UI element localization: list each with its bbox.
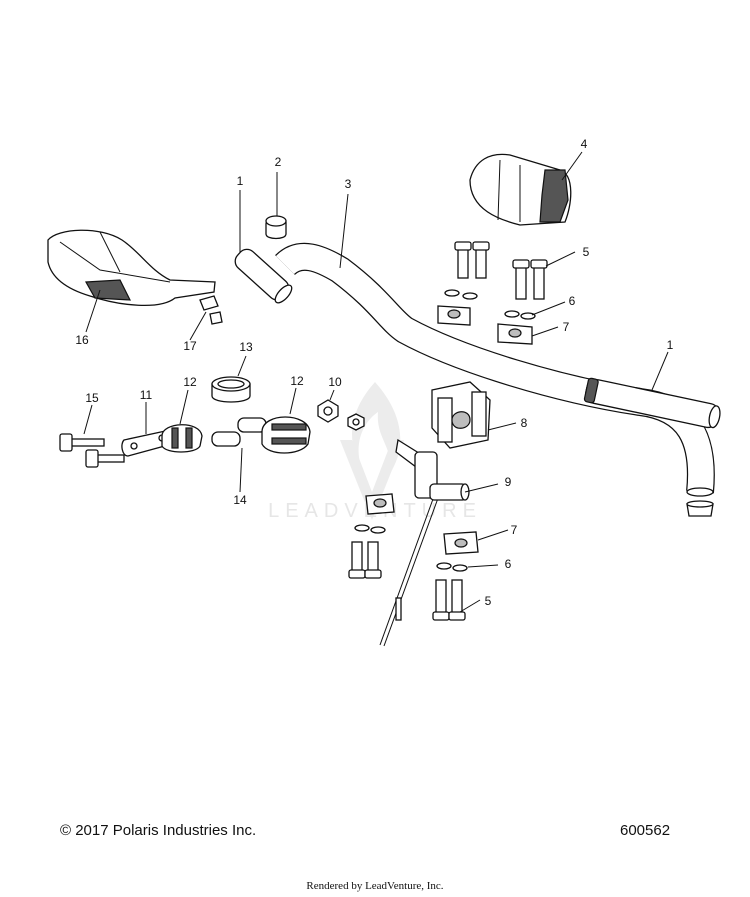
- callout-4-riser-cover: 4: [581, 137, 588, 151]
- bracket-part-17: [199, 295, 223, 325]
- callout-8-riser-block: 8: [521, 416, 528, 430]
- clamp-part-12-right: [261, 416, 311, 454]
- clamp-part-7-top: [437, 305, 533, 345]
- callout-14-sleeve: 14: [233, 493, 247, 507]
- spacer-ring-part-13: [211, 376, 251, 403]
- callout-13-spacer: 13: [239, 340, 253, 354]
- callout-9-throttle: 9: [505, 475, 512, 489]
- callout-16-handguard: 16: [75, 333, 89, 347]
- callout-17-bracket: 17: [183, 339, 197, 353]
- grip-part-1-right: [583, 377, 721, 429]
- leader-lines: [83, 151, 669, 613]
- rendered-by-credit: Rendered by LeadVenture, Inc.: [306, 880, 444, 892]
- clamp-part-7-bottom: [365, 493, 479, 555]
- handlebar-part-3: [275, 242, 715, 517]
- callout-12-clamp-right: 12: [290, 374, 304, 388]
- callout-1-grip-right: 1: [667, 338, 674, 352]
- washers-part-6-bottom: [354, 524, 468, 572]
- callout-labels: 1 2 3 4 5 6 7 1 8 9 7 6 5 16 17 13 15 11…: [75, 137, 673, 608]
- callout-11-plate: 11: [140, 388, 153, 402]
- callout-3-handlebar: 3: [345, 177, 352, 191]
- callout-1-grip-left: 1: [237, 174, 244, 188]
- clamp-part-12-left: [161, 424, 203, 453]
- callout-6-washers-bottom: 6: [505, 557, 512, 571]
- riser-cover-part-4: [469, 153, 572, 226]
- nut-part-10: [317, 399, 365, 431]
- grip-part-1-left: [234, 248, 293, 304]
- end-cap-part-2: [265, 215, 287, 240]
- callout-5-bolts-top: 5: [583, 245, 590, 259]
- callout-5-bolts-bottom: 5: [485, 594, 492, 608]
- sleeve-part-14: [211, 417, 267, 447]
- callout-7-clamp-top: 7: [563, 320, 570, 334]
- callout-10-nut: 10: [328, 375, 342, 389]
- handguard-part-16: [47, 229, 216, 307]
- callout-6-washers-top: 6: [569, 294, 576, 308]
- bolts-part-5-bottom: [348, 541, 466, 621]
- callout-15-bolts: 15: [85, 391, 99, 405]
- callout-2-end-cap: 2: [275, 155, 282, 169]
- callout-7-clamp-bottom: 7: [511, 523, 518, 537]
- throttle-assembly-part-9: [379, 438, 470, 647]
- bolts-part-15: [59, 433, 125, 468]
- copyright-notice: © 2017 Polaris Industries Inc.: [60, 822, 257, 839]
- washers-part-6-top: [444, 289, 536, 320]
- drawing-number: 600562: [620, 822, 671, 839]
- bolts-part-5-top: [454, 241, 548, 300]
- callout-12-clamp-left: 12: [183, 375, 197, 389]
- riser-block-part-8: [431, 381, 491, 449]
